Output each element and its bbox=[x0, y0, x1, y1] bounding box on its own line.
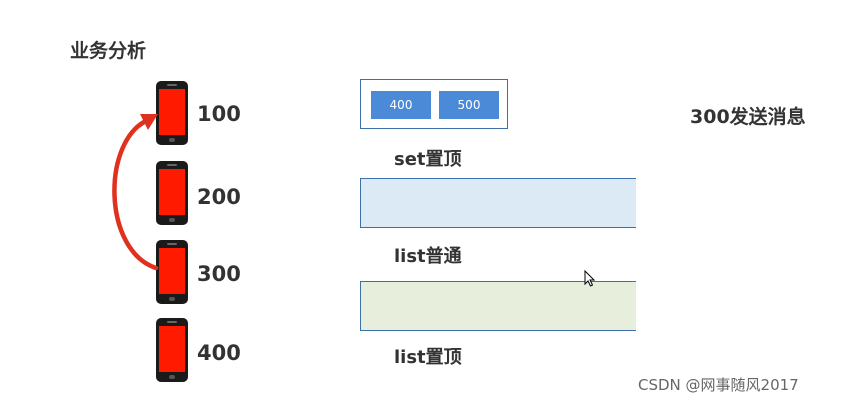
phone-home-button bbox=[169, 138, 175, 142]
list-top-bar bbox=[360, 281, 636, 331]
phone-label-200: 200 bbox=[197, 185, 241, 209]
phone-home-button bbox=[169, 375, 175, 379]
set-member-500: 500 bbox=[439, 91, 499, 119]
phone-screen bbox=[159, 169, 185, 215]
page-title: 业务分析 bbox=[70, 40, 147, 62]
phone-home-button bbox=[169, 218, 175, 222]
phone-300 bbox=[156, 240, 188, 304]
phone-speaker bbox=[167, 84, 177, 86]
phone-label-400: 400 bbox=[197, 341, 241, 365]
set-top-caption: set置顶 bbox=[394, 149, 462, 170]
phone-speaker bbox=[167, 164, 177, 166]
phone-label-100: 100 bbox=[197, 102, 241, 126]
phone-speaker bbox=[167, 243, 177, 245]
set-container: 400 500 bbox=[360, 79, 508, 129]
phone-100 bbox=[156, 81, 188, 145]
list-normal-caption: list普通 bbox=[394, 246, 462, 267]
mouse-cursor-icon bbox=[584, 270, 596, 287]
phone-label-300: 300 bbox=[197, 262, 241, 286]
phone-screen bbox=[159, 326, 185, 372]
phone-home-button bbox=[169, 297, 175, 301]
list-normal-bar bbox=[360, 178, 636, 228]
set-member-400: 400 bbox=[371, 91, 431, 119]
phone-speaker bbox=[167, 321, 177, 323]
phone-200 bbox=[156, 161, 188, 225]
phone-400 bbox=[156, 318, 188, 382]
move-to-top-arrow-icon bbox=[112, 114, 159, 271]
send-message-label: 300发送消息 bbox=[690, 106, 806, 128]
phone-screen bbox=[159, 248, 185, 294]
phone-screen bbox=[159, 89, 185, 135]
watermark: CSDN @网事随风2017 bbox=[638, 376, 799, 394]
list-top-caption: list置顶 bbox=[394, 347, 462, 368]
